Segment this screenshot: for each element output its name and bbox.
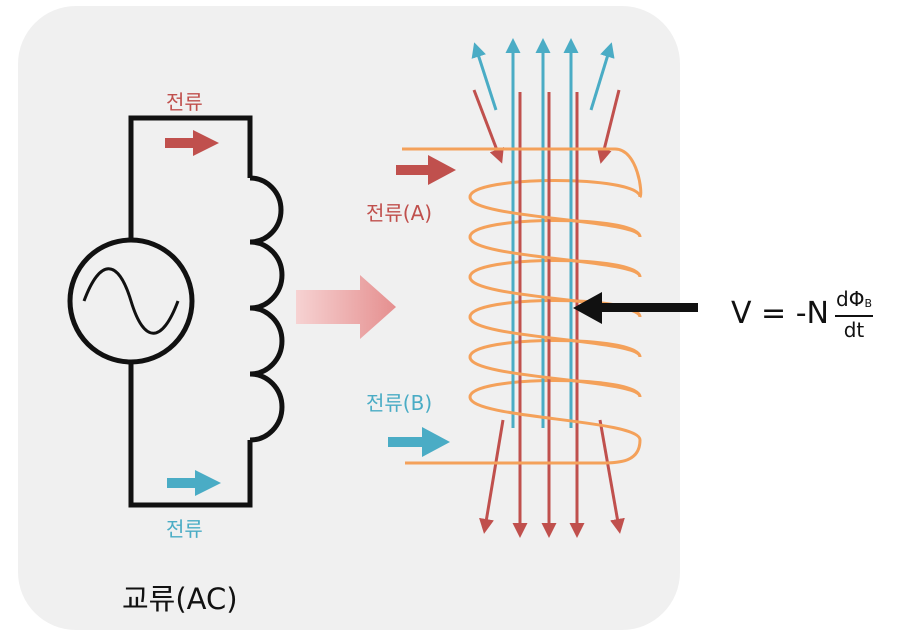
current-label-a: 전류(A) [366, 201, 433, 225]
formula-numerator-text: dΦ [836, 287, 865, 311]
current-arrow-bottom [167, 470, 221, 496]
current-arrow-top [165, 130, 219, 156]
current-label-top: 전류 [166, 90, 203, 114]
ac-source-symbol [67, 237, 195, 365]
inductor-symbol [249, 175, 285, 443]
formula-numerator-subscript: B [864, 297, 872, 310]
solenoid-coil-front [402, 147, 643, 465]
formula-fraction: dΦB dt [835, 288, 873, 343]
magnetic-field-lines-blue [471, 38, 615, 428]
current-arrow-a [396, 155, 456, 185]
formula-lhs: V = -N [731, 296, 829, 331]
ac-title: 교류(AC) [122, 582, 238, 616]
current-arrow-b [388, 427, 450, 457]
formula-pointer-arrow [573, 292, 698, 324]
formula-denominator: dt [843, 318, 865, 342]
formula-numerator: dΦB [835, 288, 873, 317]
magnetic-field-lines-red [472, 89, 625, 538]
current-label-b: 전류(B) [366, 391, 433, 415]
circuit-wire [128, 115, 253, 508]
transition-arrow [296, 275, 396, 339]
current-label-bottom: 전류 [166, 517, 203, 541]
